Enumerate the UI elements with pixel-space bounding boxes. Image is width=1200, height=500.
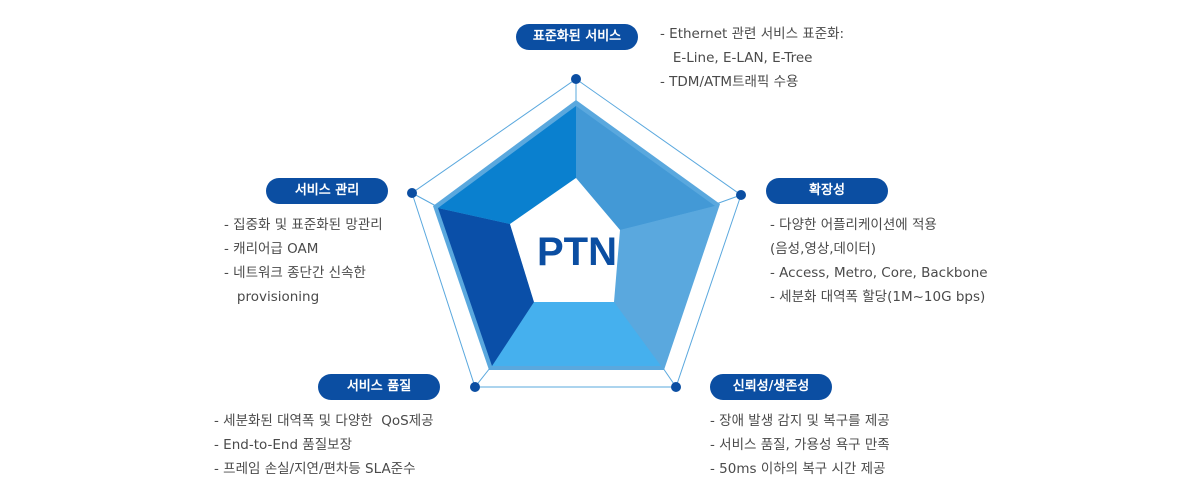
section-title-scalability: 확장성 [766, 178, 888, 204]
section-desc-service-management: - 집중화 및 표준화된 망관리 - 캐리어급 OAM - 네트워크 종단간 신… [224, 213, 383, 309]
inner-pentagon [510, 178, 620, 302]
outer-pentagon [411, 78, 742, 388]
desc-line: - 네트워크 종단간 신속한 [224, 265, 366, 281]
desc-line: - 다양한 어플리케이션에 적용 [770, 217, 937, 233]
desc-line: - 집중화 및 표준화된 망관리 [224, 217, 383, 233]
wedge-right [614, 206, 715, 366]
desc-line: - 프레임 손실/지연/편차등 SLA준수 [214, 461, 416, 477]
desc-line: - 세분화 대역폭 할당(1M~10G bps) [770, 289, 986, 305]
section-desc-reliability: - 장애 발생 감지 및 복구를 제공 - 서비스 품질, 가용성 욕구 만족 … [710, 409, 890, 481]
wedge-top-right [576, 106, 715, 230]
vertex-dot-left [407, 188, 417, 198]
desc-line: - 장애 발생 감지 및 복구를 제공 [710, 413, 890, 429]
desc-line: - 서비스 품질, 가용성 욕구 만족 [710, 437, 890, 453]
wedge-bottom [492, 302, 661, 366]
desc-line: - 세분화된 대역폭 및 다양한 QoS제공 [214, 413, 434, 429]
section-title-service-management: 서비스 관리 [266, 178, 388, 204]
desc-line: - End-to-End 품질보장 [214, 437, 352, 453]
vertex-dot-bottom-left [470, 382, 480, 392]
desc-line: - Ethernet 관련 서비스 표준화: [660, 26, 845, 42]
desc-line: E-Line, E-LAN, E-Tree [660, 50, 813, 66]
section-desc-scalability: - 다양한 어플리케이션에 적용 (음성,영상,데이터) - Access, M… [770, 213, 988, 309]
section-title-reliability: 신뢰성/생존성 [710, 374, 832, 400]
wedge-top-left [438, 106, 576, 224]
section-title-standardized-service: 표준화된 서비스 [516, 24, 638, 50]
section-desc-service-quality: - 세분화된 대역폭 및 다양한 QoS제공 - End-to-End 품질보장… [214, 409, 434, 481]
section-desc-standardized-service: - Ethernet 관련 서비스 표준화: E-Line, E-LAN, E-… [660, 22, 844, 94]
vertex-dot-bottom-right [671, 382, 681, 392]
desc-line: provisioning [224, 289, 320, 305]
desc-line: (음성,영상,데이터) [770, 241, 877, 257]
desc-line: - 50ms 이하의 복구 시간 제공 [710, 461, 886, 477]
desc-line: - TDM/ATM트래픽 수용 [660, 74, 799, 90]
center-label: PTN [537, 230, 617, 274]
desc-line: - 캐리어급 OAM [224, 241, 319, 257]
vertex-dot-top [571, 74, 581, 84]
vertex-dot-right [736, 190, 746, 200]
wedge-left [438, 208, 534, 366]
desc-line: - Access, Metro, Core, Backbone [770, 265, 988, 281]
section-title-service-quality: 서비스 품질 [318, 374, 440, 400]
